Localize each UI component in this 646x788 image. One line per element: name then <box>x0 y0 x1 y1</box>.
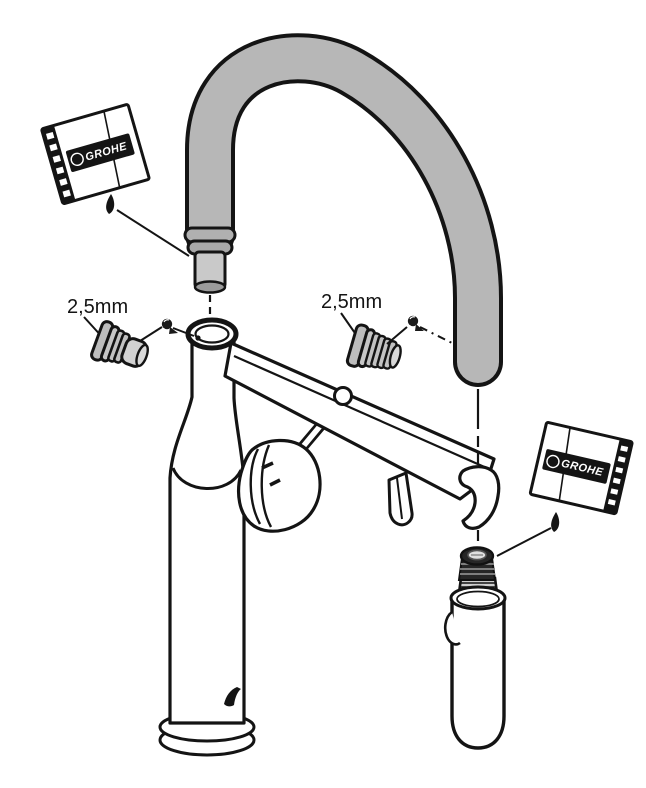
set-screw-left <box>161 318 178 334</box>
handle-rim-line-2 <box>260 444 273 528</box>
grease-drop-left <box>106 194 115 214</box>
leader-line-packet-right <box>496 527 552 557</box>
packet-tear-strip <box>41 125 76 204</box>
spray-head-clip <box>443 610 461 646</box>
arm-edge-line <box>233 354 490 471</box>
leader-screw-middle <box>419 326 457 346</box>
faucet-body <box>168 332 246 725</box>
leader-line-packet-left <box>116 209 190 257</box>
spray-head <box>443 546 507 750</box>
grease-packet-top-left: GROHE <box>40 103 151 205</box>
hose-coupling <box>183 226 237 294</box>
set-screw-middle <box>407 315 424 331</box>
grease-packet-right: GROHE <box>528 420 634 516</box>
hex-size-label-left: 2,5mm <box>67 296 128 318</box>
spray-hose-arc <box>185 33 503 387</box>
hex-stop-plug-left <box>90 320 149 368</box>
grohe-laurel-icon <box>546 454 560 469</box>
grease-drop-right <box>551 512 560 532</box>
lever-ball-tip <box>333 386 353 406</box>
leader-plug-middle <box>386 326 408 345</box>
grohe-laurel-icon <box>70 152 84 167</box>
leader-plug-left <box>139 326 163 342</box>
docking-clip <box>458 465 501 530</box>
set-screw-hole <box>195 335 201 341</box>
hex-size-label-middle: 2,5mm <box>321 291 382 313</box>
handle <box>237 438 322 533</box>
hex-stop-plug-middle <box>345 323 402 370</box>
packet-logo-band <box>542 449 611 484</box>
handle-rim-line <box>249 448 262 525</box>
body-shoulder-line <box>171 467 243 490</box>
docking-tab <box>387 471 414 527</box>
leader-screw-left <box>172 327 195 337</box>
body-detail-mark <box>224 687 241 707</box>
faucet-neck-opening <box>185 317 239 351</box>
